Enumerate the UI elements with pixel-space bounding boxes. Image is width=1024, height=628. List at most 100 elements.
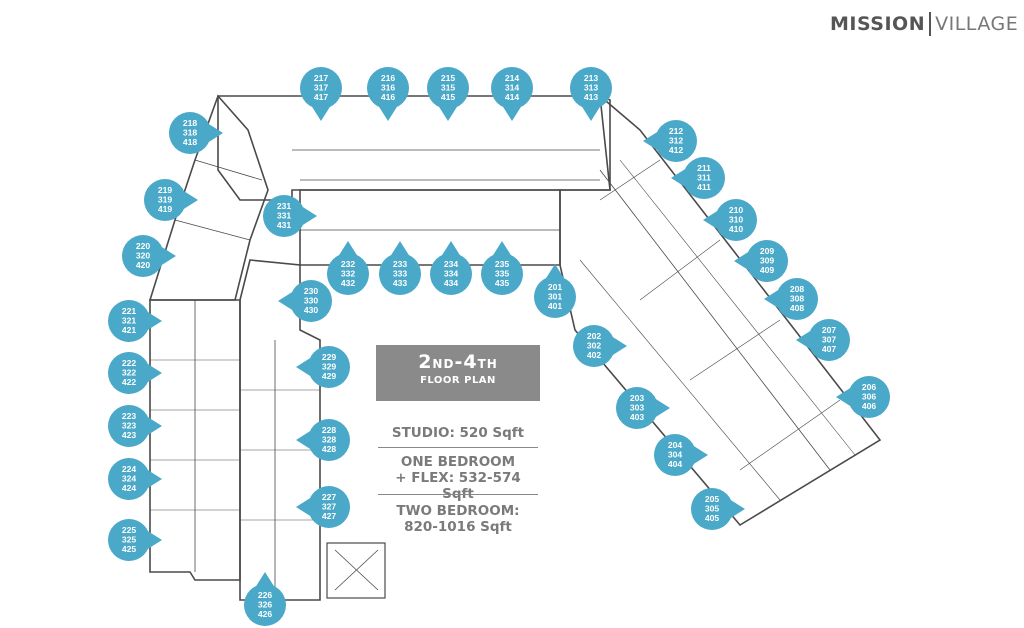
marker-circle	[570, 67, 612, 109]
unit-number: 221	[122, 306, 137, 316]
marker-circle	[776, 278, 818, 320]
unit-number: 417	[314, 92, 329, 102]
unit-number: 322	[122, 368, 137, 378]
marker-circle	[263, 195, 305, 237]
unit-number: 301	[548, 292, 563, 302]
marker-circle	[108, 300, 150, 342]
unit-number: 433	[393, 278, 408, 288]
marker-circle	[481, 253, 523, 295]
marker-circle	[534, 276, 576, 318]
marker-circle	[108, 405, 150, 447]
marker-circle	[108, 458, 150, 500]
brand-logo: MISSION VILLAGE	[830, 12, 1018, 36]
brand-right: VILLAGE	[935, 13, 1019, 35]
unit-number: 211	[697, 163, 711, 173]
unit-number: 213	[584, 73, 599, 83]
unit-number: 308	[790, 294, 805, 304]
unit-number: 323	[122, 421, 137, 431]
unit-number: 218	[183, 118, 198, 128]
unit-number: 227	[322, 492, 337, 502]
unit-number: 408	[790, 303, 805, 313]
unit-number: 412	[669, 145, 684, 155]
unit-number: 402	[587, 350, 602, 360]
unit-number: 420	[136, 260, 151, 270]
unit-number: 330	[304, 296, 319, 306]
unit-number: 309	[760, 256, 775, 266]
marker-circle	[654, 434, 696, 476]
unit-number: 302	[587, 341, 602, 351]
unit-number: 401	[548, 301, 563, 311]
unit-number: 423	[122, 430, 137, 440]
unit-number: 410	[729, 224, 744, 234]
unit-number: 429	[322, 371, 337, 381]
marker-circle	[169, 112, 211, 154]
divider-2	[378, 494, 538, 495]
marker-circle	[691, 488, 733, 530]
unit-number: 312	[669, 136, 684, 146]
unit-number: 224	[122, 464, 137, 474]
brand-divider	[929, 12, 932, 36]
unit-number: 206	[862, 382, 877, 392]
marker-circle	[430, 253, 472, 295]
unit-number: 403	[630, 412, 645, 422]
unit-number: 326	[258, 600, 273, 610]
marker-circle	[290, 280, 332, 322]
marker-circle	[683, 157, 725, 199]
unit-number: 320	[136, 251, 151, 261]
studio-info: STUDIO: 520 Sqft	[391, 425, 525, 441]
marker-circle	[122, 235, 164, 277]
unit-number: 419	[158, 204, 173, 214]
unit-number: 335	[495, 269, 510, 279]
unit-number: 304	[668, 450, 683, 460]
unit-number: 426	[258, 609, 273, 619]
unit-number: 327	[322, 502, 337, 512]
unit-number: 430	[304, 305, 319, 315]
floor-range: 2ND-4TH	[418, 351, 498, 373]
unit-number: 201	[548, 282, 563, 292]
unit-number: 422	[122, 377, 137, 387]
unit-number: 432	[341, 278, 356, 288]
marker-circle	[108, 519, 150, 561]
unit-number: 414	[505, 92, 520, 102]
unit-number: 234	[444, 259, 459, 269]
unit-number: 310	[729, 215, 744, 225]
unit-number: 208	[790, 284, 805, 294]
unit-number: 324	[122, 474, 137, 484]
unit-number: 222	[122, 358, 137, 368]
